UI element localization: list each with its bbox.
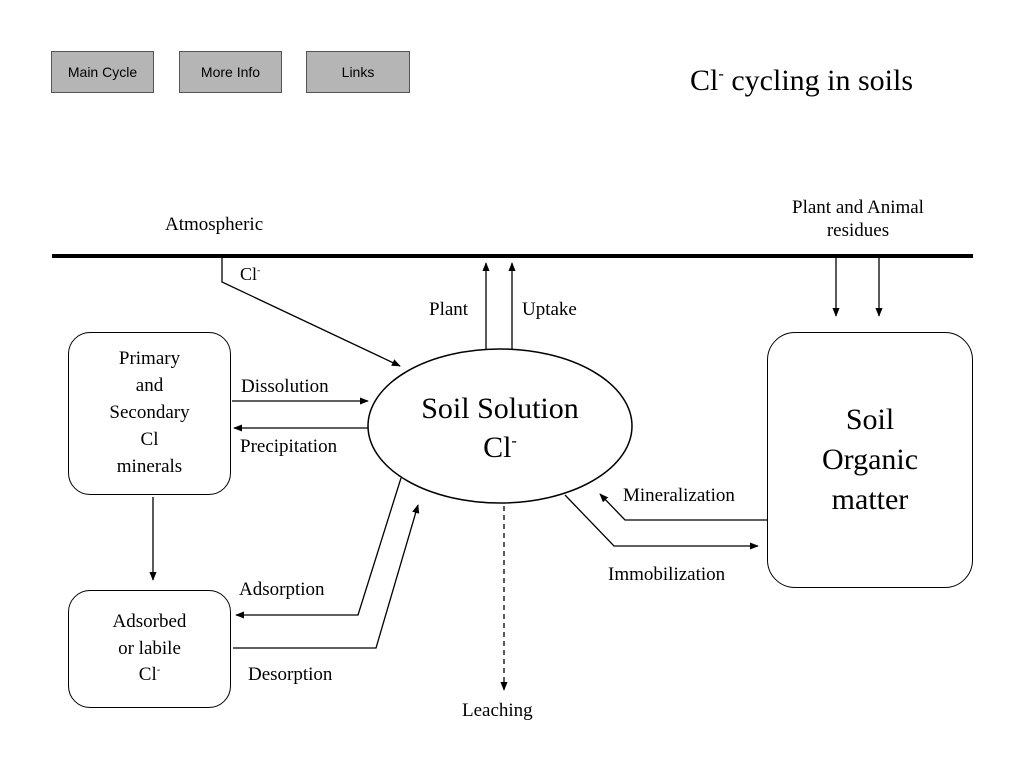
som-line: matter — [831, 482, 909, 516]
soil-solution-line1: Soil Solution — [421, 392, 579, 425]
title-sup: - — [718, 64, 724, 83]
atm-cl: Cl — [240, 264, 258, 284]
immobilization-arrow — [564, 494, 759, 550]
plant-label: Plant — [429, 299, 469, 320]
desorption-label: Desorption — [248, 664, 333, 685]
atmospheric-cl-label: Cl- — [240, 264, 260, 286]
mineralization-arrow — [599, 493, 767, 521]
adsorbed-line: Cl- — [113, 662, 187, 689]
adsorption-label: Adsorption — [239, 579, 325, 600]
plant-animal-residues-label: Plant and Animal residues — [792, 197, 924, 243]
title-main: Cl — [690, 64, 719, 97]
soil-solution-label: Soil Solution Cl- — [421, 389, 579, 467]
title-rest: cycling in soils — [723, 64, 914, 97]
links-button[interactable]: Links — [306, 51, 410, 93]
precipitation-label: Precipitation — [240, 436, 338, 457]
soil-solution-cl: Cl — [483, 431, 512, 464]
atmospheric-arrow — [221, 258, 401, 367]
residues-line2: residues — [826, 219, 890, 241]
soil-organic-matter-box: Soil Organic matter — [767, 332, 973, 588]
immobilization-label: Immobilization — [608, 564, 726, 585]
soil-solution-sup: - — [511, 431, 517, 450]
mineralization-label: Mineralization — [623, 485, 735, 506]
atm-cl-sup: - — [257, 265, 261, 276]
uptake-label: Uptake — [522, 299, 577, 320]
adsorbed-line: or labile — [118, 637, 181, 659]
minerals-line: Primary — [118, 348, 181, 370]
adsorption-arrow — [235, 477, 402, 619]
minerals-line: Secondary — [109, 402, 190, 424]
minerals-box: Primary and Secondary Cl minerals — [68, 332, 231, 495]
soil-solution-line2: Cl- — [421, 428, 579, 467]
adsorbed-line: Adsorbed — [112, 610, 187, 632]
som-line: Organic — [821, 443, 919, 477]
desorption-arrow — [233, 504, 420, 649]
page-title: Cl- cycling in soils — [690, 64, 913, 98]
minerals-line: and — [135, 375, 164, 397]
adsorbed-box: Adsorbed or labile Cl- — [68, 590, 231, 708]
som-line: Soil — [845, 403, 895, 437]
atmospheric-label: Atmospheric — [165, 214, 264, 235]
dissolution-label: Dissolution — [241, 376, 329, 397]
minerals-line: minerals — [116, 455, 183, 477]
minerals-line: Cl — [140, 428, 159, 450]
leaching-label: Leaching — [462, 700, 533, 721]
residues-line1: Plant and Animal — [792, 197, 924, 218]
main-cycle-button[interactable]: Main Cycle — [51, 51, 154, 93]
soil-solution-ellipse — [367, 348, 633, 504]
more-info-button[interactable]: More Info — [179, 51, 282, 93]
adsorbed-sup: - — [156, 665, 161, 677]
adsorbed-cl: Cl — [138, 664, 157, 686]
